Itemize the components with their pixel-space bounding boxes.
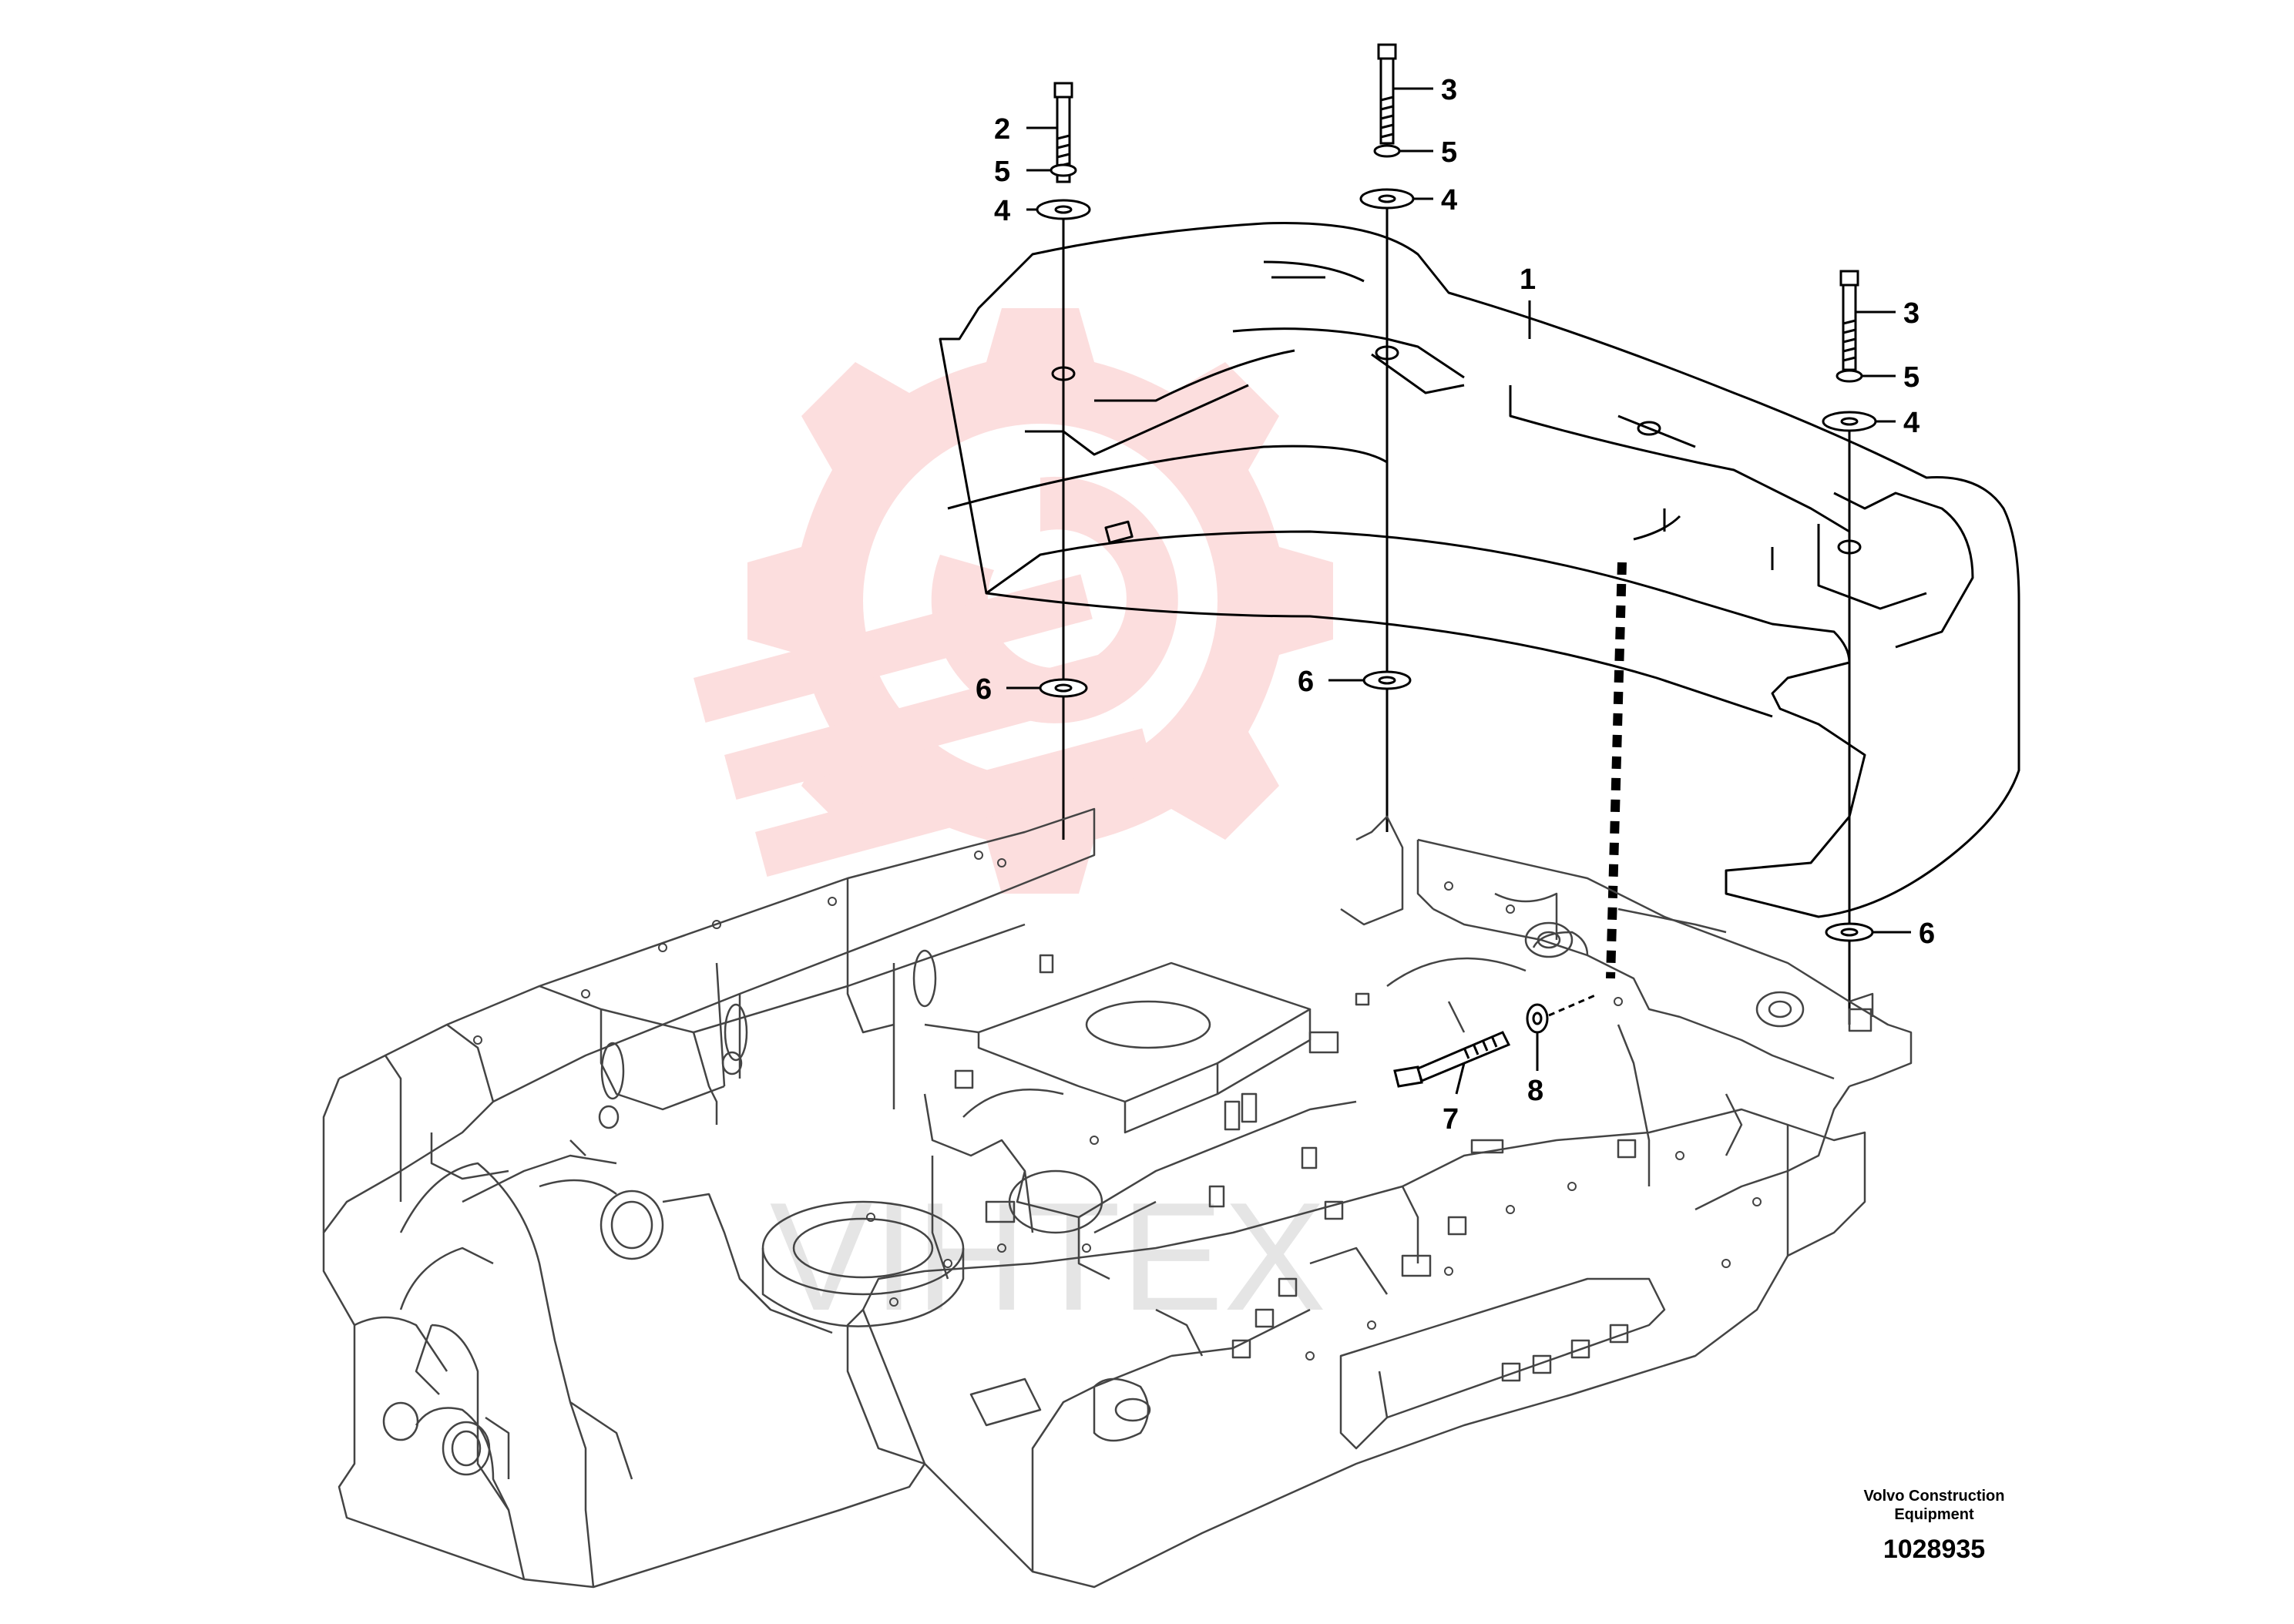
callout-2: 2 (994, 113, 1010, 146)
callout-5-middle: 5 (1441, 136, 1457, 169)
frame-bolt-dots (473, 851, 1762, 1361)
fastener-stack-middle (1359, 43, 1415, 690)
upper-frame (322, 807, 1913, 1589)
callout-5-right: 5 (1903, 361, 1920, 394)
callout-1: 1 (1520, 263, 1536, 296)
callout-labels: 2 5 4 6 3 5 4 6 1 3 5 4 6 7 8 (976, 74, 1935, 1136)
figure-caption: Volvo Construction Equipment 1028935 (1842, 1487, 2027, 1565)
company-name-line2: Equipment (1894, 1506, 1974, 1523)
fastener-stack-right (1822, 270, 1877, 942)
lifting-bolt (1393, 1031, 1511, 1088)
callout-8: 8 (1527, 1075, 1543, 1107)
callout-4-left: 4 (994, 195, 1010, 227)
lift-line-dashed (1606, 562, 1627, 979)
callout-6-left: 6 (976, 673, 992, 706)
lifting-nut (1526, 994, 1596, 1034)
callout-5-left: 5 (994, 156, 1010, 188)
callout-4-middle: 4 (1441, 184, 1457, 216)
leader-lines (1006, 87, 1911, 1095)
callout-3-middle: 3 (1441, 74, 1457, 106)
watermark-text: VIHTEX (770, 1171, 1326, 1343)
document-number: 1028935 (1883, 1535, 1986, 1564)
callout-6-right: 6 (1919, 918, 1935, 950)
company-name-line1: Volvo Construction (1863, 1488, 2005, 1505)
counterweight (939, 222, 2020, 918)
callout-3-right: 3 (1903, 297, 1920, 330)
callout-6-middle: 6 (1298, 666, 1314, 698)
watermark-logo (693, 308, 1333, 894)
callout-4-right: 4 (1903, 407, 1920, 439)
callout-7: 7 (1443, 1103, 1459, 1136)
fastener-stack-left (1036, 82, 1091, 698)
